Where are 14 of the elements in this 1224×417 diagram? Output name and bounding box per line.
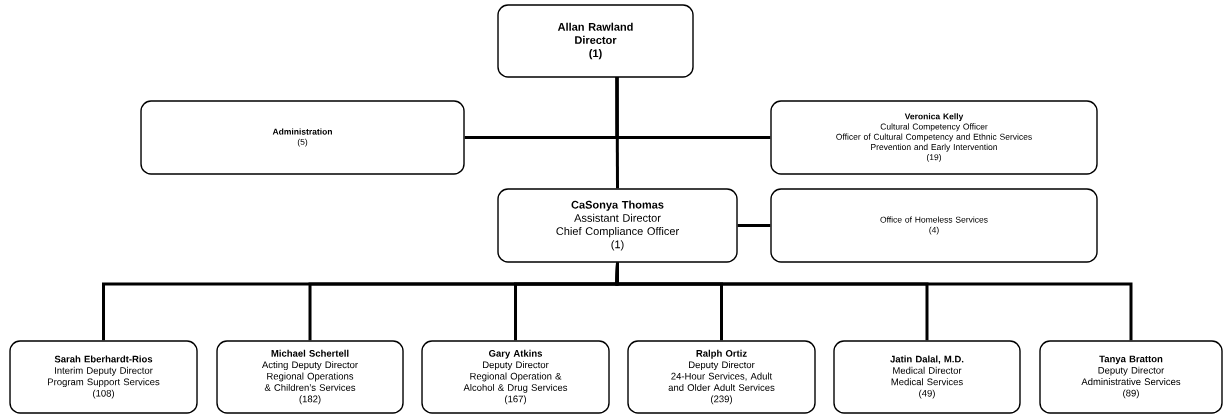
org-box: Veronica Kelly Cultural Competency Officer Officer of Cultural Competency and Ethnic Services Prevention and Early Intervention (19) <box>770 100 1098 175</box>
org-box: Sarah Eberhardt-Rios Interim Deputy Director Program Support Services (108) <box>9 340 198 414</box>
org-box: Ralph Ortiz Deputy Director 24-Hour Services, Adult and Older Adult Services (239) <box>627 340 816 414</box>
connector-line <box>615 262 1133 341</box>
org-box: Michael Schertell Acting Deputy Director Regional Operations & Children’s Services (182) <box>216 340 404 414</box>
org-box: Office of Homeless Services (4) <box>770 188 1098 263</box>
connector-line <box>737 224 771 227</box>
org-box: Tanya Bratton Deputy Director Administrative Services (89) <box>1039 340 1223 414</box>
org-box: Gary Atkins Deputy Director Regional Operation & Alcohol & Drug Services (167) <box>421 340 610 414</box>
org-box: Administration (5) <box>140 100 465 175</box>
org-box: Allan Rawland Director (1) <box>497 4 694 78</box>
connector-line <box>615 77 619 189</box>
org-box: Jatin Dalal, M.D. Medical Director Medical Services (49) <box>833 340 1021 414</box>
org-box: CaSonya Thomas Assistant Director Chief Compliance Officer (1) <box>497 188 738 263</box>
